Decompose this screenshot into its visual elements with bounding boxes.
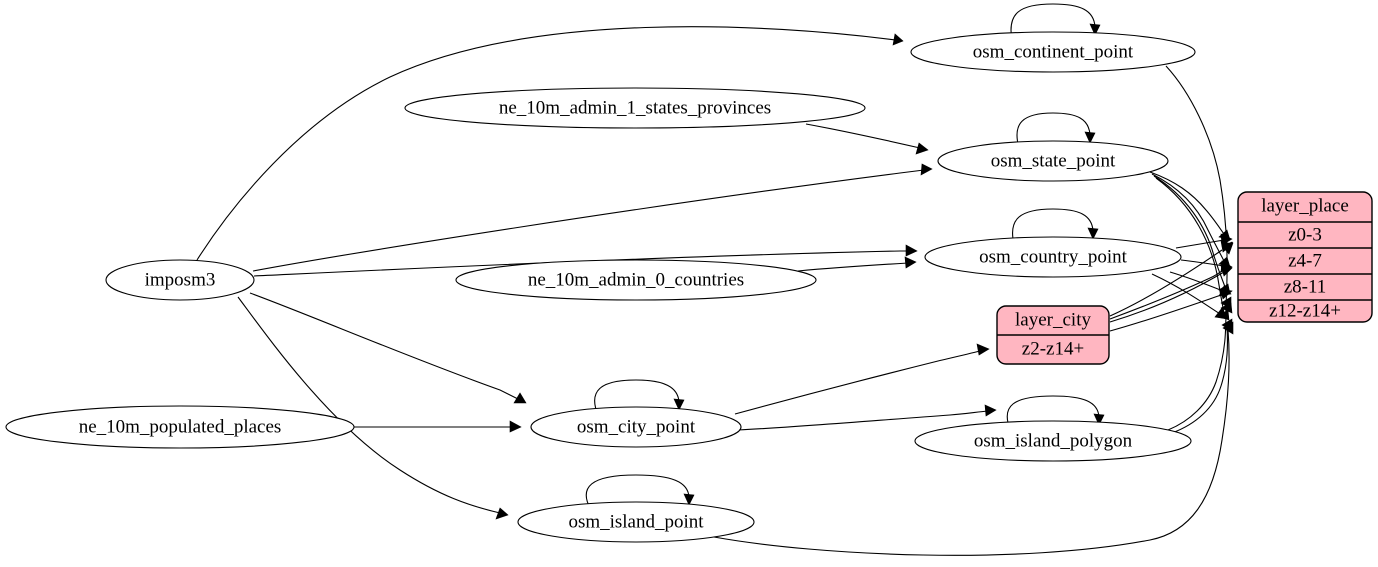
edge-osm_island_point-to-layer_place-z12 [713, 321, 1234, 556]
edge-osm_country_point-to-layer_place-z12 [1151, 273, 1228, 320]
node-osm_island_polygon[interactable]: osm_island_polygon [914, 420, 1192, 462]
record-layer_city-header: layer_city [1015, 309, 1091, 330]
edge-osm_city_point-to-osm_island_polygon [737, 404, 997, 431]
self-loop-osm_island_polygon [1006, 395, 1105, 430]
node-osm_continent_point-label: osm_continent_point [973, 41, 1134, 62]
edge-ne_states-to-osm_state_point [805, 123, 929, 155]
self-loop-osm_continent_point [1010, 3, 1101, 41]
self-loop-osm_island_point [585, 474, 695, 511]
node-ne_10m_admin_0_countries[interactable]: ne_10m_admin_0_countries [455, 259, 817, 301]
node-ne_countries-label: ne_10m_admin_0_countries [528, 269, 744, 290]
node-imposm3-label: imposm3 [145, 269, 216, 290]
record-layer_place-row-1[interactable]: z4-7 [1288, 250, 1322, 271]
node-osm_city_point[interactable]: osm_city_point [530, 406, 742, 448]
node-ne_populated-label: ne_10m_populated_places [79, 416, 282, 437]
node-osm_country_point-label: osm_country_point [979, 246, 1127, 267]
node-ne_10m_admin_1_states_provinces[interactable]: ne_10m_admin_1_states_provinces [404, 87, 866, 129]
node-osm_island_polygon-label: osm_island_polygon [974, 430, 1133, 451]
record-layer_city-row-0[interactable]: z2-z14+ [1022, 338, 1084, 359]
node-ne_states-label: ne_10m_admin_1_states_provinces [499, 97, 771, 118]
edge-osm_city_point-to-layer_city [734, 343, 990, 415]
node-osm_island_point-label: osm_island_point [568, 511, 704, 532]
edge-imposm3-to-osm_country_point [253, 244, 918, 277]
edge-imposm3-to-osm_city_point [249, 292, 527, 404]
edge-imposm3-to-osm_island_point [237, 296, 509, 520]
self-loop-osm_country_point [1012, 208, 1099, 245]
edge-osm_state_point-to-layer_place-z8 [1153, 175, 1231, 295]
edge-layer_city-to-layer_place-z4 [1109, 265, 1233, 323]
node-osm_city_point-label: osm_city_point [577, 416, 696, 437]
edge-layer_city-to-layer_place-z8 [1109, 288, 1233, 332]
record-layer_place-row-2[interactable]: z8-11 [1284, 276, 1327, 297]
edge-ne_populated-to-osm_city_point [354, 420, 522, 433]
node-osm_country_point[interactable]: osm_country_point [924, 236, 1182, 278]
edge-ne_countries-to-osm_country_point [797, 256, 917, 272]
node-osm_continent_point[interactable]: osm_continent_point [910, 31, 1196, 73]
record-node-layer_place[interactable]: layer_place z0-3 z4-7 z8-11 z12-z14+ [1237, 191, 1373, 323]
edge-layer_city-to-layer_place-z0 [1109, 240, 1234, 320]
record-layer_place-row-0[interactable]: z0-3 [1288, 224, 1322, 245]
node-ne_10m_populated_places[interactable]: ne_10m_populated_places [5, 405, 355, 449]
edge-osm_island_polygon-to-layer_place-z12 [1171, 318, 1233, 434]
record-node-layer_city[interactable]: layer_city z2-z14+ [996, 305, 1110, 365]
record-layer_place-header: layer_place [1261, 195, 1349, 216]
edge-layer [196, 3, 1234, 556]
edge-imposm3-to-osm_continent_point [196, 26, 904, 261]
node-osm_state_point-label: osm_state_point [991, 150, 1116, 171]
node-osm_state_point[interactable]: osm_state_point [937, 140, 1169, 182]
node-layer: imposm3 ne_10m_admin_1_states_provinces … [5, 31, 1373, 543]
record-layer_place-row-3[interactable]: z12-z14+ [1269, 300, 1341, 321]
edge-imposm3-to-osm_state_point [252, 163, 933, 272]
self-loop-osm_city_point [594, 379, 685, 416]
self-loop-osm_state_point [1016, 112, 1096, 149]
node-imposm3[interactable]: imposm3 [105, 259, 255, 301]
node-osm_island_point[interactable]: osm_island_point [517, 501, 755, 543]
